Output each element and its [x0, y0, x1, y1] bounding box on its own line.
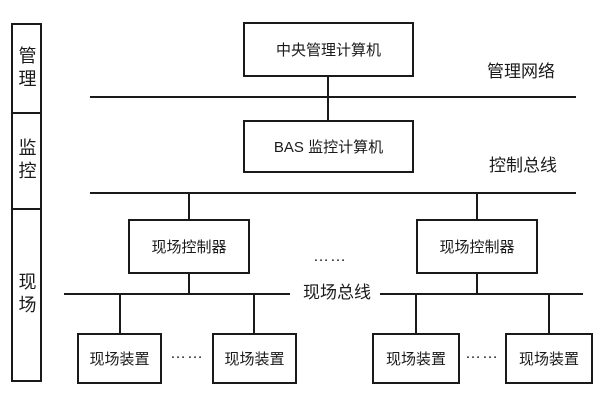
- field-device-node-4: 现场装置: [505, 333, 593, 384]
- connector-controller-right-to-fieldbus: [476, 274, 478, 293]
- connector-fieldbus-to-device-3: [415, 295, 417, 333]
- connector-controlbus-to-controller-left: [188, 194, 190, 219]
- level-label-supervision: 监控: [16, 138, 37, 184]
- connector-controlbus-to-controller-right: [476, 194, 478, 219]
- level-panel: 管理 监控 现场: [11, 23, 42, 382]
- level-label-management: 管理: [16, 45, 37, 92]
- level-cell-supervision: 监控: [13, 112, 40, 208]
- control-bus-label: 控制总线: [489, 156, 557, 176]
- field-bus-line-left: [64, 293, 290, 295]
- control-bus-line: [90, 192, 576, 194]
- central-management-computer-node: 中央管理计算机: [243, 22, 414, 77]
- management-network-bus-label: 管理网络: [487, 62, 555, 82]
- field-device-node-2: 现场装置: [212, 333, 297, 384]
- connector-central-to-bas: [327, 77, 329, 120]
- ellipsis-between-controllers: ……: [313, 248, 347, 265]
- bas-monitoring-computer-node: BAS 监控计算机: [243, 120, 414, 173]
- field-device-node-1: 现场装置: [77, 333, 162, 384]
- ellipsis-between-devices-right: ……: [465, 345, 499, 362]
- management-network-bus-line: [90, 96, 576, 98]
- connector-fieldbus-to-device-2: [253, 295, 255, 333]
- field-bus-label: 现场总线: [300, 283, 374, 303]
- field-device-node-3: 现场装置: [372, 333, 460, 384]
- field-controller-node-left: 现场控制器: [128, 219, 250, 274]
- connector-fieldbus-to-device-4: [548, 295, 550, 333]
- field-controller-node-right: 现场控制器: [416, 219, 538, 274]
- connector-fieldbus-to-device-1: [119, 295, 121, 333]
- ellipsis-between-devices-left: ……: [170, 345, 204, 362]
- level-cell-management: 管理: [13, 25, 40, 112]
- level-label-field: 现场: [16, 272, 37, 318]
- connector-controller-left-to-fieldbus: [188, 274, 190, 293]
- field-bus-line-right: [380, 293, 583, 295]
- level-cell-field: 现场: [13, 208, 40, 380]
